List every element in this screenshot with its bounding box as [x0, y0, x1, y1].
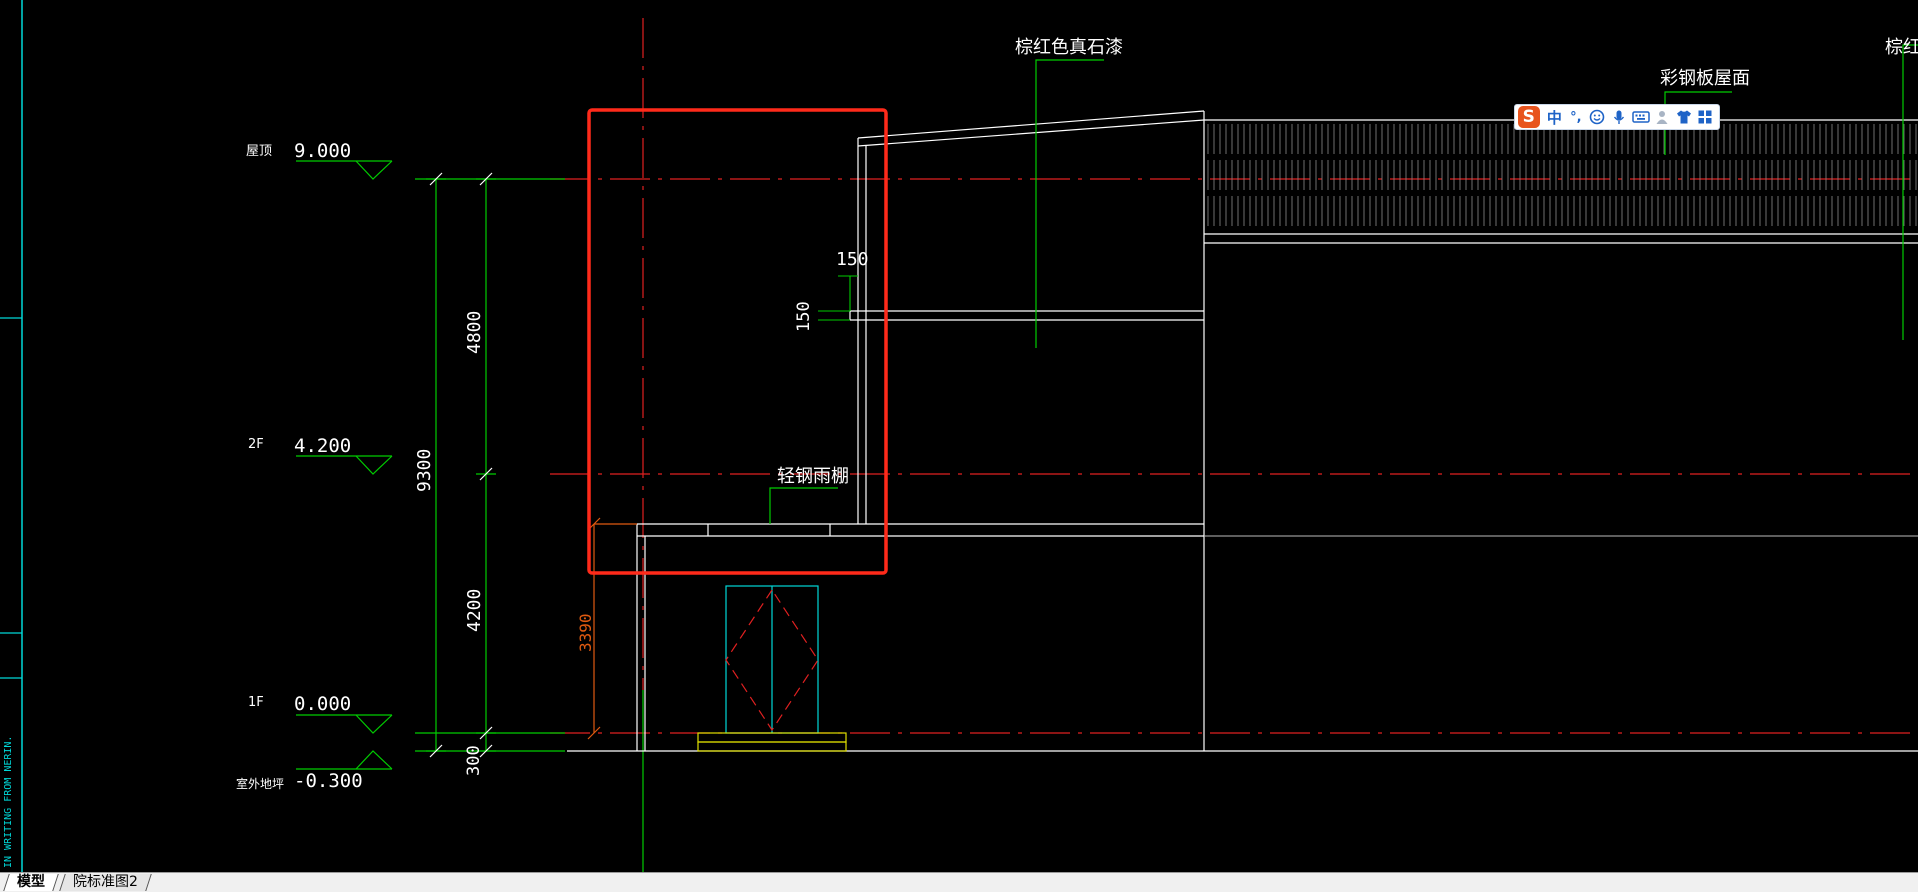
dimension-chains [426, 178, 496, 752]
shirt-icon[interactable] [1673, 106, 1695, 128]
level-elevation-2f: 4.200 [294, 435, 352, 457]
keyboard-icon[interactable] [1630, 106, 1652, 128]
ime-punct-button[interactable]: °, [1570, 109, 1582, 125]
grid-icon[interactable] [1695, 106, 1717, 128]
note-steel-canopy: 轻钢雨棚 [777, 466, 849, 487]
level-elevation-roof: 9.000 [294, 140, 352, 162]
side-note-text: IN WRITING FROM NERIN. [3, 735, 14, 868]
dimension-ticks [429, 172, 493, 758]
dim-parapet-150-side: 150 [794, 301, 814, 332]
note-steel-roof: 彩钢板屋面 [1660, 68, 1750, 89]
microphone-icon[interactable] [1608, 106, 1630, 128]
tab-layout-standard-2[interactable]: 院标准图2 [59, 874, 152, 891]
dim-upper-4800: 4800 [464, 310, 485, 354]
note-stone-paint: 棕红色真石漆 [1015, 37, 1123, 58]
dim-total-9300: 9300 [414, 448, 435, 492]
building-outline [567, 110, 1918, 752]
steel-roof-hatch [1207, 124, 1917, 232]
tab-layout-label: 院标准图2 [73, 874, 138, 890]
tab-model[interactable]: 模型 [3, 874, 59, 891]
parapet-dimensions [818, 275, 858, 321]
dim-lower-4200: 4200 [464, 588, 485, 632]
dim-canopy-3390: 3390 [576, 613, 595, 652]
smiley-icon[interactable] [1587, 106, 1609, 128]
selection-highlight-box [587, 108, 888, 575]
ime-mode-button[interactable]: 中 [1546, 108, 1562, 127]
level-name-roof: 屋顶 [246, 144, 273, 159]
annotation-leaders [769, 44, 1918, 524]
level-name-2f: 2F [248, 437, 264, 452]
level-name-1f: 1F [248, 695, 264, 710]
cad-viewport[interactable]: 屋顶 9.000 2F 4.200 1F 0.000 室外地坪 -0.300 9… [0, 0, 1918, 872]
level-name-outdoor: 室外地坪 [236, 777, 285, 791]
dim-parapet-150-top: 150 [836, 249, 869, 270]
level-elevation-outdoor: -0.300 [294, 770, 363, 792]
level-axis-lines [550, 178, 1918, 734]
user-icon[interactable] [1651, 106, 1673, 128]
canopy-height-dimension [587, 517, 637, 740]
tab-model-label: 模型 [17, 874, 45, 890]
level-elevation-1f: 0.000 [294, 693, 352, 715]
dim-plinth-300: 300 [464, 745, 484, 776]
ime-logo-icon[interactable]: S [1518, 106, 1540, 128]
entrance-door [697, 585, 847, 752]
note-stone-paint-cut: 棕红 [1885, 37, 1918, 58]
elevation-drawing [0, 0, 1918, 872]
layout-tab-bar: 模型 院标准图2 [0, 872, 1918, 892]
ime-toolbar[interactable]: S 中 °, [1514, 104, 1720, 130]
